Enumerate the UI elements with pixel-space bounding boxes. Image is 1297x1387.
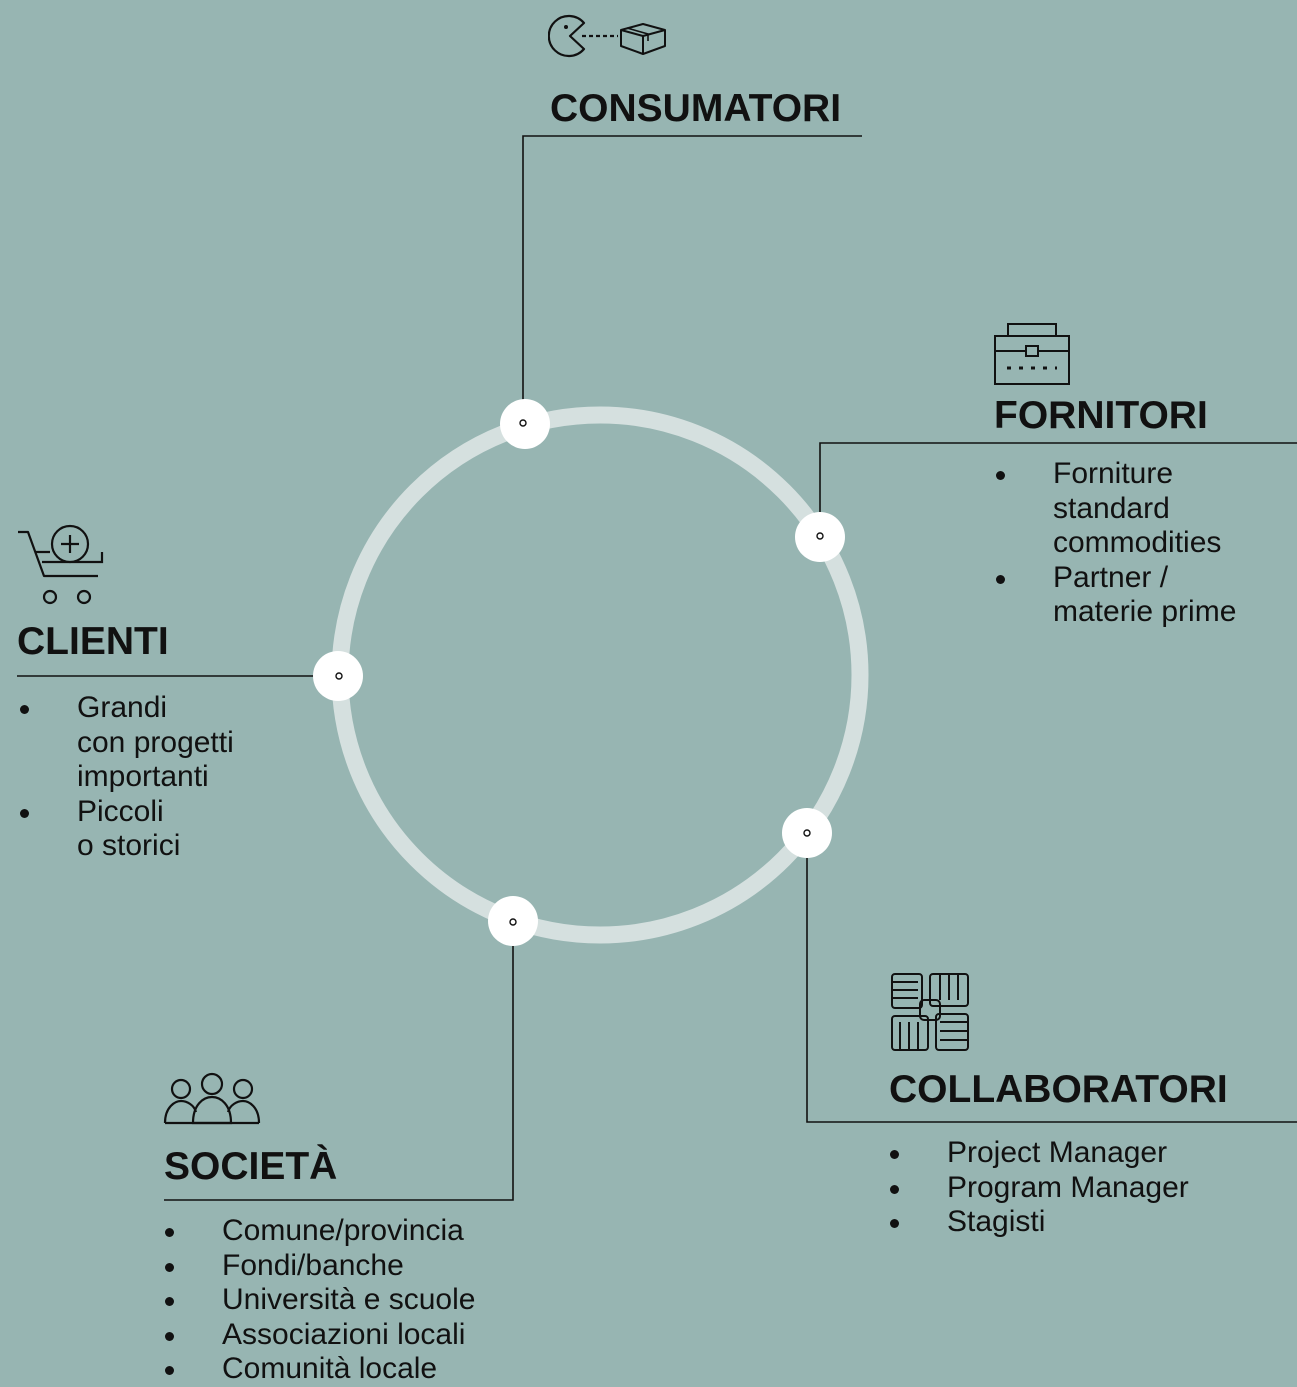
pacman-box-icon (548, 14, 666, 58)
list-item: Grandi con progetti importanti (17, 691, 317, 795)
title-fornitori: FORNITORI (994, 394, 1208, 437)
list-item: Project Manager (887, 1136, 1287, 1171)
list-item: Associazioni locali (162, 1318, 562, 1353)
list-item: Partner / materie prime (993, 561, 1293, 630)
list-item: Forniture standard commodities (993, 457, 1293, 561)
list-item: Comunità locale (162, 1352, 562, 1387)
list-societa: Comune/provincia Fondi/banche Università… (162, 1214, 562, 1387)
people-group-icon (163, 1072, 261, 1125)
connector-consumatori (522, 135, 862, 423)
list-clienti: Grandi con progetti importanti Piccoli o… (17, 691, 317, 864)
list-item: Stagisti (887, 1205, 1287, 1240)
node-consumatori (500, 399, 550, 449)
connector-fornitori (819, 442, 1297, 536)
node-societa (488, 896, 538, 946)
node-fornitori (795, 512, 845, 562)
title-collaboratori: COLLABORATORI (889, 1068, 1228, 1111)
central-ring (331, 406, 869, 944)
list-item: Fondi/banche (162, 1249, 562, 1284)
list-item: Program Manager (887, 1171, 1287, 1206)
list-item: Piccoli o storici (17, 795, 317, 864)
list-collaboratori: Project Manager Program Manager Stagisti (887, 1136, 1287, 1240)
connector-societa (164, 922, 514, 1201)
title-consumatori: CONSUMATORI (550, 87, 842, 130)
node-collaboratori (782, 808, 832, 858)
connector-collaboratori (806, 833, 1297, 1123)
cart-plus-icon (18, 524, 104, 605)
toolbox-icon (994, 323, 1070, 385)
list-item: Comune/provincia (162, 1214, 562, 1249)
list-fornitori: Forniture standard commodities Partner /… (993, 457, 1293, 630)
title-clienti: CLIENTI (17, 620, 169, 663)
title-societa: SOCIETÀ (164, 1145, 338, 1188)
list-item: Università e scuole (162, 1283, 562, 1318)
hands-together-icon (891, 973, 969, 1051)
node-clienti (313, 651, 363, 701)
